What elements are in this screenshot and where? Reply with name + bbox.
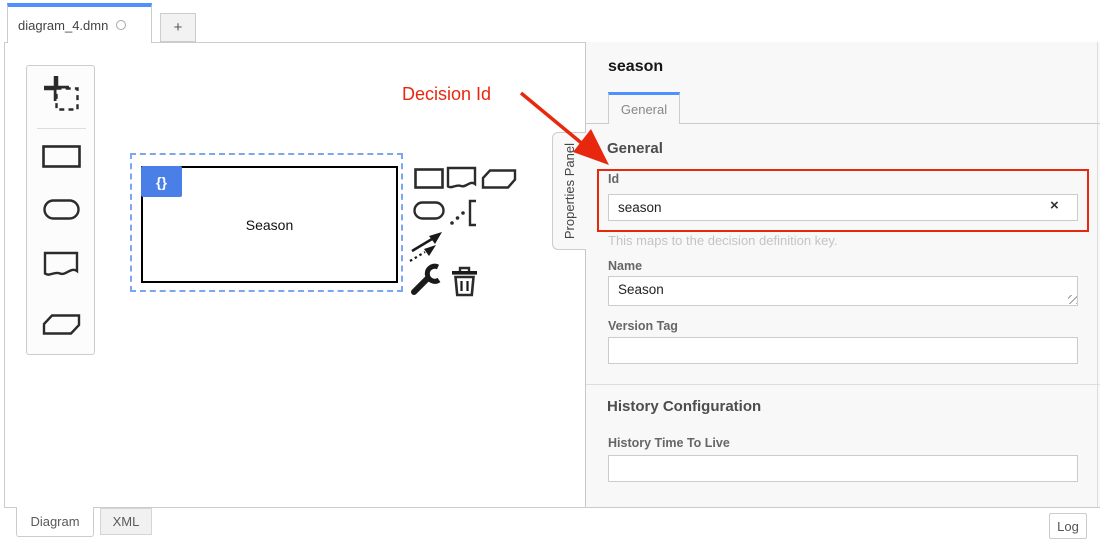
history-ttl-input[interactable] bbox=[608, 455, 1078, 482]
lasso-tool-icon[interactable] bbox=[43, 75, 80, 112]
properties-panel-toggle-label: Properties Panel bbox=[562, 142, 577, 240]
append-business-knowledge-model-icon[interactable] bbox=[481, 169, 517, 194]
content-left-border bbox=[4, 42, 5, 508]
properties-panel bbox=[585, 42, 1100, 507]
tab-diagram-label: Diagram bbox=[30, 514, 80, 529]
append-text-annotation-icon[interactable] bbox=[449, 196, 478, 232]
create-input-data-icon[interactable] bbox=[43, 199, 80, 220]
create-business-knowledge-model-icon[interactable] bbox=[42, 314, 81, 335]
change-type-wrench-icon[interactable] bbox=[410, 263, 443, 301]
tab-xml[interactable]: XML bbox=[100, 508, 152, 535]
version-tag-input[interactable] bbox=[608, 337, 1078, 364]
delete-trash-icon[interactable] bbox=[450, 266, 479, 302]
connect-tool-icon[interactable] bbox=[409, 229, 447, 269]
annotation-decision-id: Decision Id bbox=[402, 84, 492, 104]
clear-id-icon[interactable]: × bbox=[1050, 197, 1059, 214]
tab-xml-label: XML bbox=[112, 514, 140, 529]
file-tab-diagram4[interactable]: diagram_4.dmn bbox=[7, 3, 152, 43]
unsaved-indicator-icon bbox=[116, 20, 127, 30]
selection-outline bbox=[130, 153, 403, 292]
history-ttl-label: History Time To Live bbox=[608, 436, 730, 450]
id-field-label: Id bbox=[608, 172, 620, 186]
id-help-text: This maps to the decision definition key… bbox=[608, 233, 838, 248]
decision-node-label: Season bbox=[245, 216, 294, 233]
textarea-resize-handle[interactable] bbox=[1068, 295, 1077, 304]
create-knowledge-source-icon[interactable] bbox=[43, 251, 80, 278]
palette-separator bbox=[37, 128, 86, 129]
version-tag-label: Version Tag bbox=[608, 319, 678, 333]
properties-panel-toggle[interactable]: Properties Panel bbox=[552, 132, 586, 250]
section-divider bbox=[586, 384, 1100, 385]
section-heading-general: General bbox=[607, 140, 663, 157]
file-tab-label: diagram_4.dmn bbox=[18, 17, 109, 33]
append-decision-icon[interactable] bbox=[414, 168, 444, 194]
plus-icon: + bbox=[173, 19, 183, 36]
panel-title: season bbox=[608, 58, 664, 75]
name-textarea[interactable]: Season bbox=[608, 276, 1078, 306]
content-top-border bbox=[4, 42, 1100, 43]
tab-general[interactable]: General bbox=[608, 92, 680, 124]
panel-right-border bbox=[1097, 42, 1098, 507]
literal-expression-badge: {} bbox=[141, 166, 182, 197]
log-button-label: Log bbox=[1057, 518, 1079, 534]
section-heading-history: History Configuration bbox=[607, 398, 762, 415]
tab-general-label: General bbox=[620, 102, 668, 117]
id-input[interactable] bbox=[608, 194, 1078, 221]
content-bottom-border bbox=[4, 507, 1100, 508]
new-tab-button[interactable]: + bbox=[160, 13, 196, 42]
append-knowledge-source-icon[interactable] bbox=[446, 166, 477, 196]
create-decision-icon[interactable] bbox=[42, 145, 81, 168]
tab-diagram[interactable]: Diagram bbox=[16, 507, 94, 537]
name-field-label: Name bbox=[608, 259, 643, 273]
palette bbox=[26, 65, 95, 355]
log-button[interactable]: Log bbox=[1049, 513, 1087, 539]
decision-node-season[interactable]: {} Season bbox=[141, 166, 398, 283]
append-input-data-icon[interactable] bbox=[413, 201, 445, 225]
tab-bar-border bbox=[586, 123, 1100, 124]
